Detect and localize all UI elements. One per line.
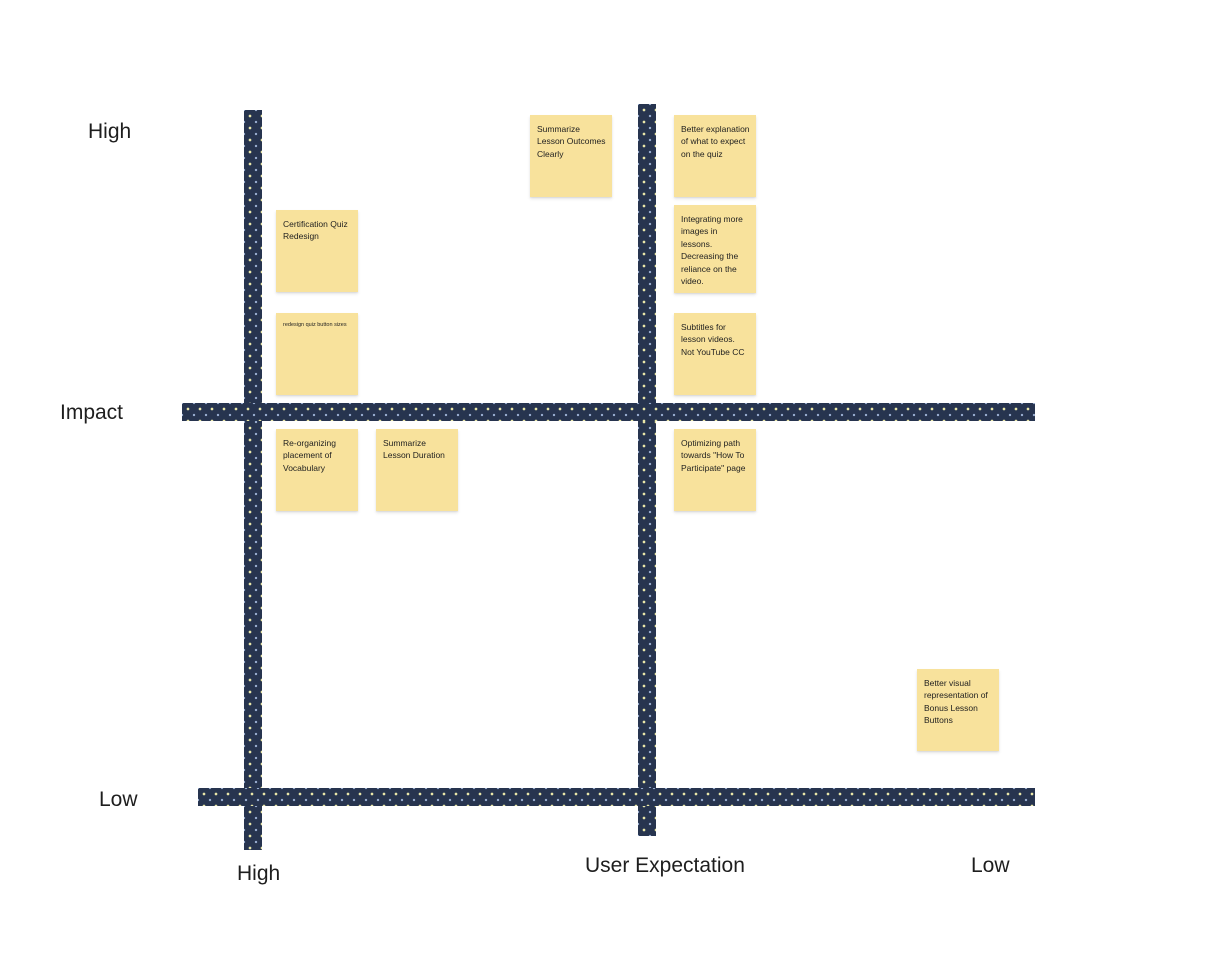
- sticky-note[interactable]: Re-organizing placement of Vocabulary: [276, 429, 358, 511]
- vertical-axis-tape-left: [244, 110, 262, 850]
- horizontal-axis-tape-middle: [182, 403, 1035, 421]
- sticky-note[interactable]: Summarize Lesson Duration: [376, 429, 458, 511]
- sticky-note[interactable]: Subtitles for lesson videos. Not YouTube…: [674, 313, 756, 395]
- sticky-note[interactable]: Integrating more images in lessons. Decr…: [674, 205, 756, 293]
- sticky-note[interactable]: Better explanation of what to expect on …: [674, 115, 756, 197]
- sticky-note[interactable]: Better visual representation of Bonus Le…: [917, 669, 999, 751]
- sticky-note[interactable]: Optimizing path towards "How To Particip…: [674, 429, 756, 511]
- horizontal-axis-tape-bottom: [198, 788, 1035, 806]
- x-axis-high-label: High: [237, 862, 281, 885]
- x-axis-low-label: Low: [971, 854, 1010, 877]
- sticky-note[interactable]: redesign quiz button sizes: [276, 313, 358, 395]
- y-axis-title: Impact: [60, 401, 124, 424]
- y-axis-high-label: High: [88, 120, 132, 143]
- y-axis-low-label: Low: [99, 788, 138, 811]
- x-axis-title: User Expectation: [585, 854, 745, 877]
- sticky-note[interactable]: Certification Quiz Redesign: [276, 210, 358, 292]
- sticky-note[interactable]: Summarize Lesson Outcomes Clearly: [530, 115, 612, 197]
- vertical-axis-tape-middle: [638, 104, 656, 836]
